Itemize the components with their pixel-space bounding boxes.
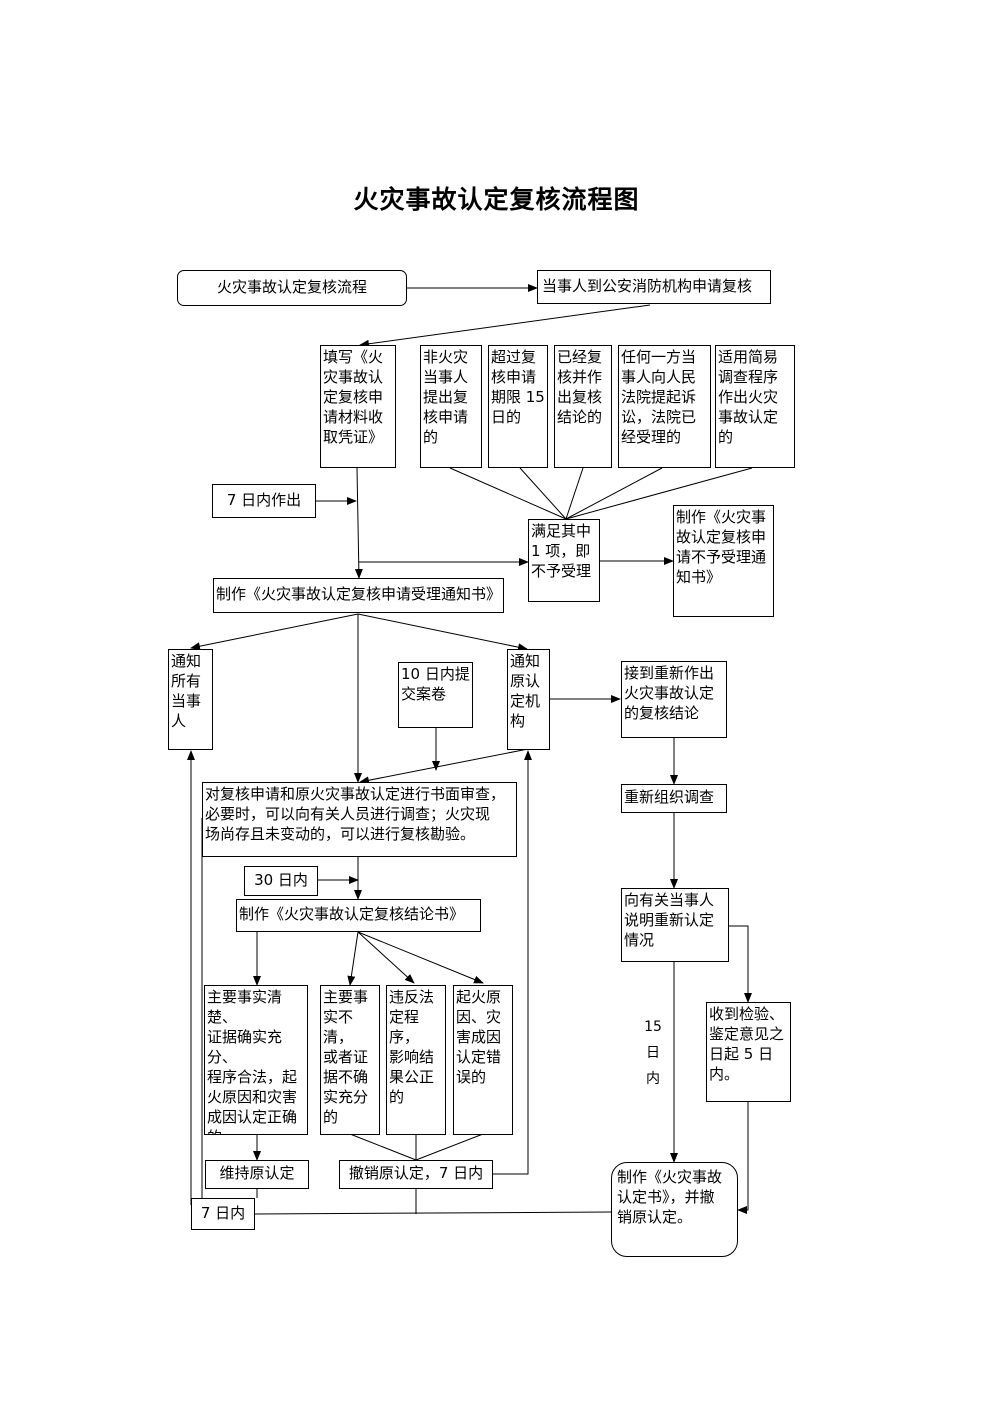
line-7days-to-final — [254, 1211, 612, 1215]
appraisal-node: 收到检验、 鉴定意见之 日起 5 日内。 — [706, 1002, 791, 1102]
fill-form-node: 填写《火 灾事故认 定复核申 请材料收 取凭证》 — [320, 345, 396, 468]
arrow-appraisal-to-final — [737, 1101, 749, 1214]
reject-notice-node: 制作《火灾事 故认定复核申 请不予受理通 知书》 — [673, 505, 774, 617]
condition-lawsuit: 任何一方当 事人向人民 法院提起诉 讼，法院已 经受理的 — [618, 345, 711, 468]
conclusion-node: 制作《火灾事故认定复核结论书》 — [236, 899, 481, 932]
seven-days-label-2: 7 日内 — [191, 1198, 255, 1230]
condition-non-party: 非火灾 当事人 提出复 核申请 的 — [420, 345, 482, 468]
arrow-org-to-review — [359, 748, 529, 785]
not-accepted-node: 满足其中 1 项，即 不予受理 — [528, 519, 600, 602]
receive-redo-node: 接到重新作出 火灾事故认定 的复核结论 — [621, 661, 727, 738]
condition-simple-procedure: 适用简易 调查程序 作出火灾 事故认定 的 — [715, 345, 795, 468]
fan-c1 — [449, 467, 567, 520]
arrow-to-r4 — [357, 931, 484, 984]
arrow-revoke-to-org — [493, 750, 532, 1175]
final-node: 制作《火灾事故 认定书》，并撤 销原认定。 — [611, 1162, 738, 1257]
reorganize-node: 重新组织调查 — [621, 784, 727, 813]
fifteen-days-label: 15 日 内 — [644, 1019, 662, 1087]
fan-c2 — [519, 467, 567, 520]
maintain-node: 维持原认定 — [205, 1160, 309, 1189]
ten-days-node: 10 日内提 交案卷 — [398, 662, 473, 728]
merge-r4 — [415, 1133, 484, 1161]
page-title: 火灾事故认定复核流程图 — [353, 185, 640, 214]
merge-r2 — [349, 1133, 417, 1161]
arrow-apply-to-form — [359, 304, 651, 348]
revoke-node: 撤销原认定，7 日内 — [339, 1160, 493, 1189]
result-correct: 主要事实清楚、 证据确实充分、 程序合法，起 火原因和灾害 成因认定正确 的。 — [204, 985, 308, 1135]
arrow-to-r2 — [347, 931, 359, 986]
thirty-days-label: 30 日内 — [244, 866, 318, 896]
result-unclear-facts: 主要事 实不清， 或者证 据不确 实充分 的 — [320, 985, 380, 1135]
result-wrong-cause: 起火原 因、灾 害成因 认定错 误的 — [453, 985, 513, 1135]
fan-c5 — [565, 467, 753, 520]
apply-node: 当事人到公安消防机构申请复核 — [537, 270, 771, 304]
explain-node: 向有关当事人 说明重新认定 情况 — [621, 888, 729, 962]
fan-c3 — [565, 467, 584, 520]
notify-parties-node: 通知 所有 当事 人 — [168, 649, 213, 750]
arrow-explain-to-appraisal — [729, 925, 752, 1003]
start-node: 火灾事故认定复核流程 — [177, 270, 407, 306]
accept-notice-node: 制作《火灾事故认定复核申请受理通知书》 — [213, 578, 504, 613]
arrow-to-r3 — [357, 931, 415, 984]
review-node: 对复核申请和原火灾事故认定进行书面审查， 必要时，可以向有关人员进行调查；火灾现… — [202, 782, 517, 857]
condition-already-reviewed: 已经复 核并作 出复核 结论的 — [554, 345, 612, 468]
result-procedure-violation: 违反法 定程序， 影响结 果公正 的 — [386, 985, 446, 1135]
arrow-notify-parties — [190, 613, 359, 651]
condition-overdue: 超过复 核申请 期限 15 日的 — [488, 345, 548, 468]
seven-days-label-1: 7 日内作出 — [212, 484, 316, 518]
fan-c4 — [565, 467, 663, 520]
arrow-notify-org — [357, 613, 528, 652]
notify-org-node: 通知 原认 定机 构 — [507, 649, 550, 750]
line-form-down — [354, 467, 363, 579]
